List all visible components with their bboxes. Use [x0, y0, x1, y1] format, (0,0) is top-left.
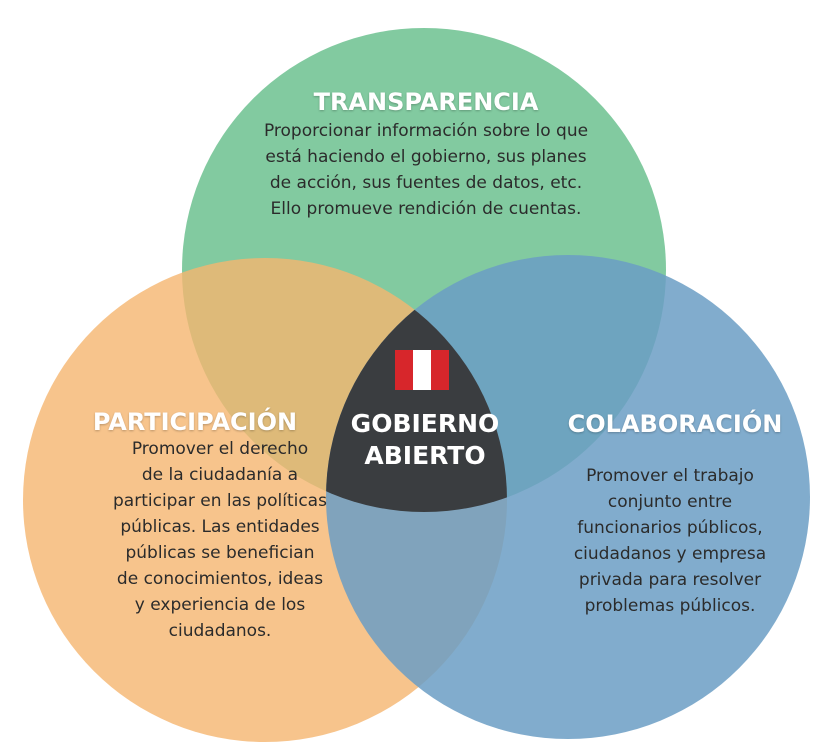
- peru-flag-icon: [395, 350, 449, 390]
